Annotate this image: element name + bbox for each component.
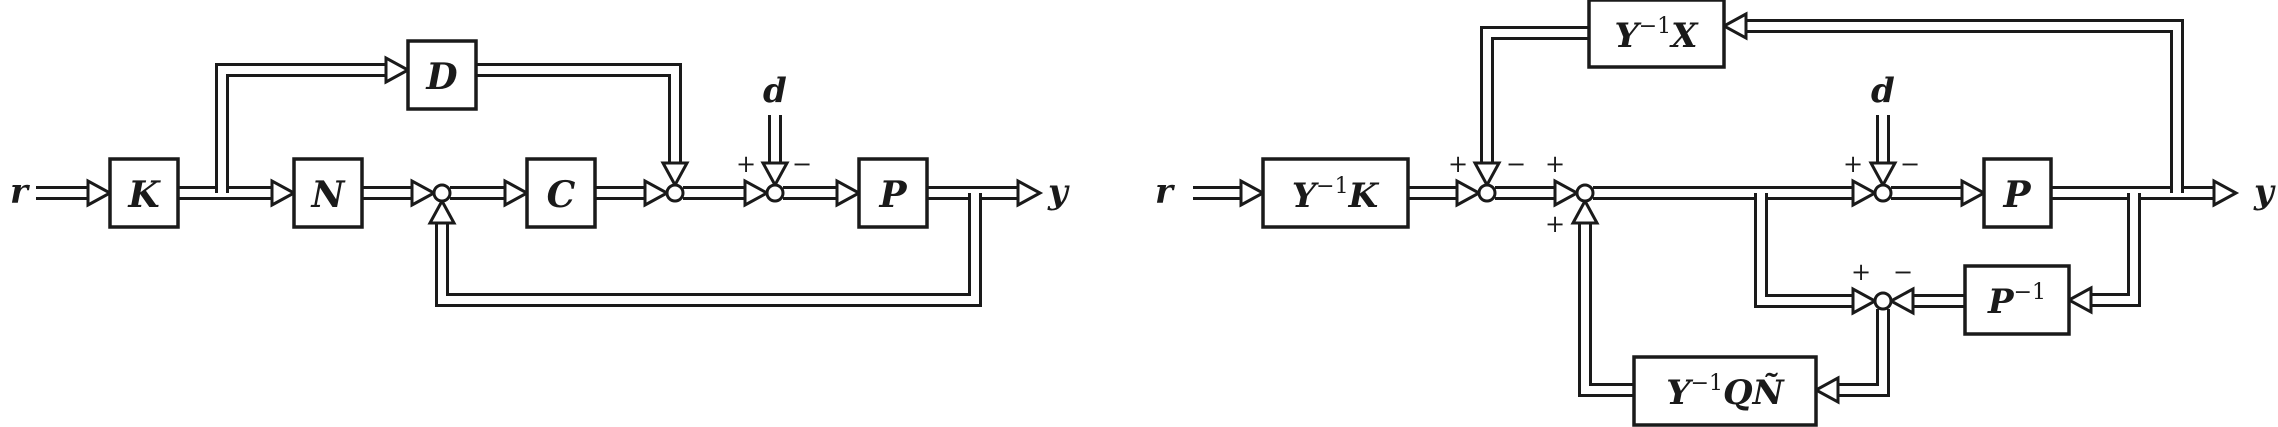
- summing-junction-1: [432, 183, 452, 203]
- block-yinv-q-n: [1632, 355, 1818, 427]
- arrow-p-to-y: [2051, 178, 2240, 208]
- arrow-y-to-pinv: [2065, 193, 2141, 315]
- block-p-inverse: [1963, 264, 2071, 336]
- summing-junction-1: [1477, 183, 1497, 203]
- arrow-sum1-to-c: [450, 178, 531, 208]
- block-p: [857, 157, 929, 229]
- block-p: [1982, 157, 2053, 229]
- summing-junction-2: [1575, 183, 1595, 203]
- sign-s2-plus-bottom: +: [1545, 210, 1565, 238]
- block-yinv-k-label: Y−1K: [1292, 174, 1380, 216]
- arrow-sum3-to-p: [783, 178, 863, 208]
- arrow-pinv-to-sum4: [1887, 286, 1965, 316]
- sign-s2-plus-top: +: [1545, 150, 1565, 178]
- arrow-sum4-to-yinvqn: [1812, 309, 1890, 405]
- signal-arrows: [36, 11, 2240, 405]
- input-label-r: r: [10, 172, 30, 212]
- arrow-p-to-y: [927, 178, 1044, 208]
- sign-minus: −: [792, 150, 812, 178]
- block-c: [525, 157, 597, 229]
- summing-junction-3: [1873, 183, 1893, 203]
- arrow-sum2-to-sum3: [683, 178, 771, 208]
- block-d: [406, 39, 478, 111]
- arrow-yinvqn-to-sum2: [1570, 197, 1634, 397]
- arrow-u-to-sum4: [1754, 193, 1879, 316]
- block-n-label: N: [311, 174, 347, 216]
- arrow-sum3-to-p: [1891, 178, 1988, 208]
- arrow-r-to-k: [36, 178, 114, 208]
- arrow-r-to-yinvk: [1193, 178, 1267, 208]
- block-k: [108, 157, 180, 229]
- disturbance-label-d: d: [1871, 71, 1895, 111]
- block-p-label: P: [2002, 174, 2031, 216]
- arrow-sum1-to-sum2: [1495, 178, 1581, 208]
- sign-s4-minus: −: [1893, 258, 1913, 286]
- block-yinv-q-n-label: Y−1QÑ: [1666, 371, 1785, 413]
- arrow-c-to-sum2: [595, 178, 671, 208]
- sign-s1-minus: −: [1506, 150, 1526, 178]
- right-diagram: r y d Y−1K Y−1X P P−1 Y−1QÑ + − + + + − …: [1155, 0, 2276, 427]
- disturbance-label-d: d: [763, 71, 787, 111]
- block-c-label: C: [547, 174, 576, 216]
- arrow-feedback-to-sum1: [427, 193, 982, 307]
- sign-s4-plus: +: [1851, 258, 1871, 286]
- arrow-n-to-sum1: [362, 178, 438, 208]
- arrow-k-to-n: [178, 178, 298, 208]
- left-diagram: r y d K D N C P + −: [10, 39, 1070, 229]
- block-yinv-x-label: Y−1X: [1614, 14, 1699, 56]
- output-label-y: y: [2253, 172, 2276, 212]
- sign-s3-minus: −: [1900, 150, 1920, 178]
- sign-s3-plus: +: [1843, 150, 1863, 178]
- input-label-r: r: [1155, 172, 1175, 212]
- arrow-k-to-d: [215, 55, 412, 193]
- block-n: [292, 157, 364, 229]
- summing-junction-4: [1873, 291, 1893, 311]
- arrow-d-to-sum3: [1868, 115, 1898, 189]
- block-p-label: P: [878, 174, 907, 216]
- sign-plus: +: [736, 150, 756, 178]
- block-yinv-x: [1587, 0, 1726, 69]
- arrow-yinvk-to-sum1: [1408, 178, 1483, 208]
- block-k-label: K: [127, 174, 161, 216]
- output-label-y: y: [1047, 172, 1070, 212]
- block-p-inverse-label: P−1: [1987, 280, 2046, 322]
- block-d-label: D: [425, 56, 457, 98]
- arrow-d-to-sum2: [476, 63, 690, 189]
- arrow-d-to-sum3: [760, 115, 790, 189]
- sign-s1-plus: +: [1448, 150, 1468, 178]
- block-yinv-k: [1261, 157, 1410, 229]
- arrow-yinvx-to-sum1: [1472, 26, 1589, 189]
- summing-junction-3: [765, 183, 785, 203]
- arrow-y-to-yinvx: [1720, 11, 2184, 193]
- summing-junction-2: [665, 183, 685, 203]
- arrow-sum2-to-sum3: [1593, 178, 1879, 208]
